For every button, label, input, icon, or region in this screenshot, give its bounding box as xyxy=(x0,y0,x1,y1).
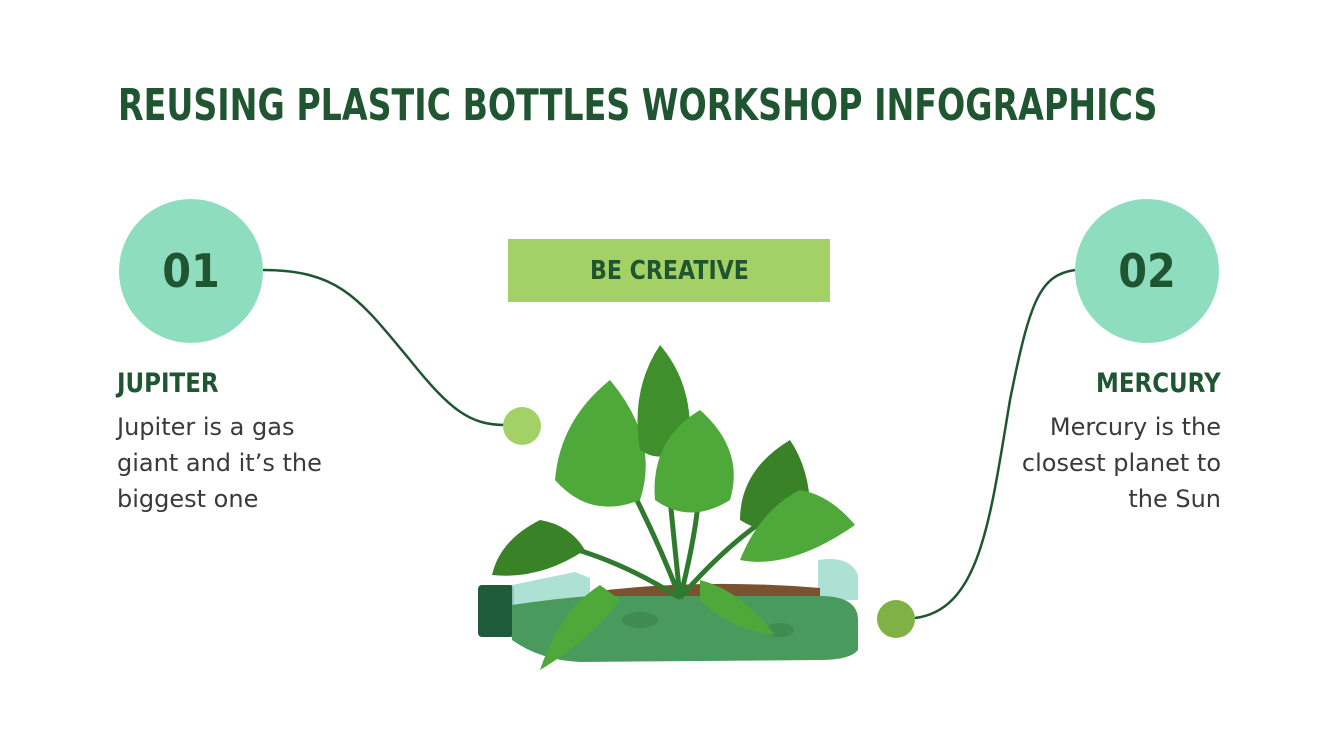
connector-line-1 xyxy=(262,268,506,427)
step-number-1: 01 xyxy=(162,244,220,298)
connector-dot-1 xyxy=(503,407,541,445)
step-number-badge-1: 01 xyxy=(119,199,263,343)
step-number-2: 02 xyxy=(1118,244,1176,298)
page-title: REUSING PLASTIC BOTTLES WORKSHOP INFOGRA… xyxy=(118,80,1158,131)
plant-bottle-illustration xyxy=(478,345,858,670)
step-heading-2: MERCURY xyxy=(1074,368,1221,399)
banner-label: BE CREATIVE xyxy=(589,255,749,286)
step-heading-1: JUPITER xyxy=(117,368,236,399)
step-description-1: Jupiter is a gas giant and it’s the bigg… xyxy=(117,413,322,513)
connector-line-2 xyxy=(914,268,1076,620)
step-heading-1-text: JUPITER xyxy=(117,368,219,399)
be-creative-banner: BE CREATIVE xyxy=(508,239,830,302)
step-number-badge-2: 02 xyxy=(1075,199,1219,343)
step-heading-2-text: MERCURY xyxy=(1096,368,1221,399)
step-description-2: Mercury is the closest planet to the Sun xyxy=(1021,413,1221,513)
connector-dot-2 xyxy=(877,600,915,638)
